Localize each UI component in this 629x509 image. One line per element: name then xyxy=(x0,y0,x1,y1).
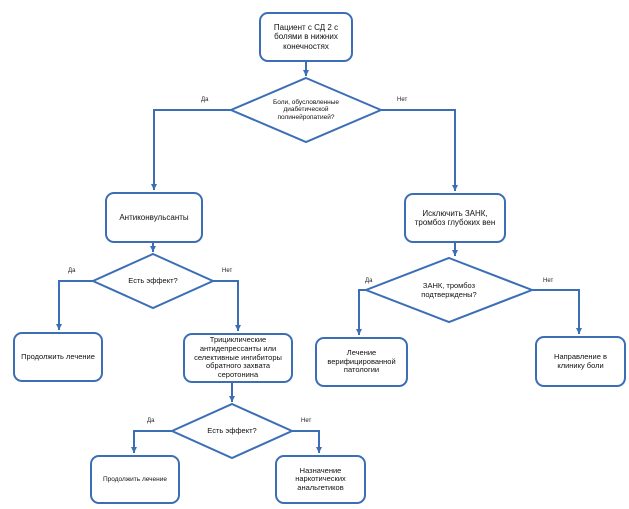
refer-pain-node-text: Направление в клинику боли xyxy=(554,351,607,370)
decision-main-shape xyxy=(228,76,384,144)
narcotic-node: Назначение наркотических анальгетиков xyxy=(275,455,366,504)
edge-effect2-no xyxy=(292,430,322,453)
edge-effect1-yes xyxy=(56,280,93,330)
decision-effect2-label: Есть эффект? xyxy=(192,424,272,438)
continue2-node-text: Продолжить лечение xyxy=(103,475,167,483)
decision-main-text: Боли, обусловленные диабетической полине… xyxy=(272,98,340,121)
refer-pain-node: Направление в клинику боли xyxy=(535,336,626,387)
main-yes-label: Да xyxy=(201,97,209,103)
edge-effect1-no xyxy=(213,280,241,331)
edge-main-yes xyxy=(151,109,231,190)
exclude-node-text: Исключить ЗАНК, тромбоз глубоких вен xyxy=(414,208,496,227)
tricyclic-node: Трициклические антидепрессанты или селек… xyxy=(183,333,293,383)
anticonvulsants-node-text: Антиконвульсанты xyxy=(119,212,189,222)
decision-zank-shape xyxy=(363,256,535,324)
effect2-no-label: Нет xyxy=(301,418,312,424)
decision-zank-text: ЗАНК, тромбоз подтверждены? xyxy=(421,281,477,299)
exclude-node: Исключить ЗАНК, тромбоз глубоких вен xyxy=(404,193,506,243)
narcotic-node-text: Назначение наркотических анальгетиков xyxy=(295,465,346,492)
edge-zank-no xyxy=(532,289,582,334)
decision-effect1-label: Есть эффект? xyxy=(113,274,193,288)
continue2-node: Продолжить лечение xyxy=(90,455,180,504)
effect1-yes-label: Да xyxy=(68,268,76,274)
decision-effect1-text: Есть эффект? xyxy=(128,275,178,285)
start-node: Пациент с СД 2 с болями в нижних конечно… xyxy=(259,12,353,62)
anticonvulsants-node: Антиконвульсанты xyxy=(105,192,203,243)
effect1-no-label: Нет xyxy=(222,268,233,274)
tricyclic-node-text: Трициклические антидепрессанты или селек… xyxy=(194,335,282,379)
zank-yes-label: Да xyxy=(365,278,373,284)
zank-no-label: Нет xyxy=(543,278,554,284)
decision-main-label: Боли, обусловленные диабетической полине… xyxy=(258,92,354,128)
treat-verified-node: Лечение верифицированной патологии xyxy=(315,337,408,387)
decision-effect1-shape xyxy=(90,252,216,310)
edge-zank-yes xyxy=(356,289,366,335)
continue1-node: Продолжить лечение xyxy=(13,332,103,382)
edge-effect2-yes xyxy=(131,430,172,453)
continue1-node-text: Продолжить лечение xyxy=(21,351,95,361)
decision-zank-label: ЗАНК, тромбоз подтверждены? xyxy=(404,280,494,302)
decision-effect2-shape xyxy=(169,402,295,460)
effect2-yes-label: Да xyxy=(147,418,155,424)
edge-main-no xyxy=(381,109,458,191)
treat-verified-node-text: Лечение верифицированной патологии xyxy=(327,348,396,375)
main-no-label: Нет xyxy=(397,97,408,103)
decision-effect2-text: Есть эффект? xyxy=(207,425,257,435)
start-node-text: Пациент с СД 2 с болями в нижних конечно… xyxy=(273,23,339,51)
